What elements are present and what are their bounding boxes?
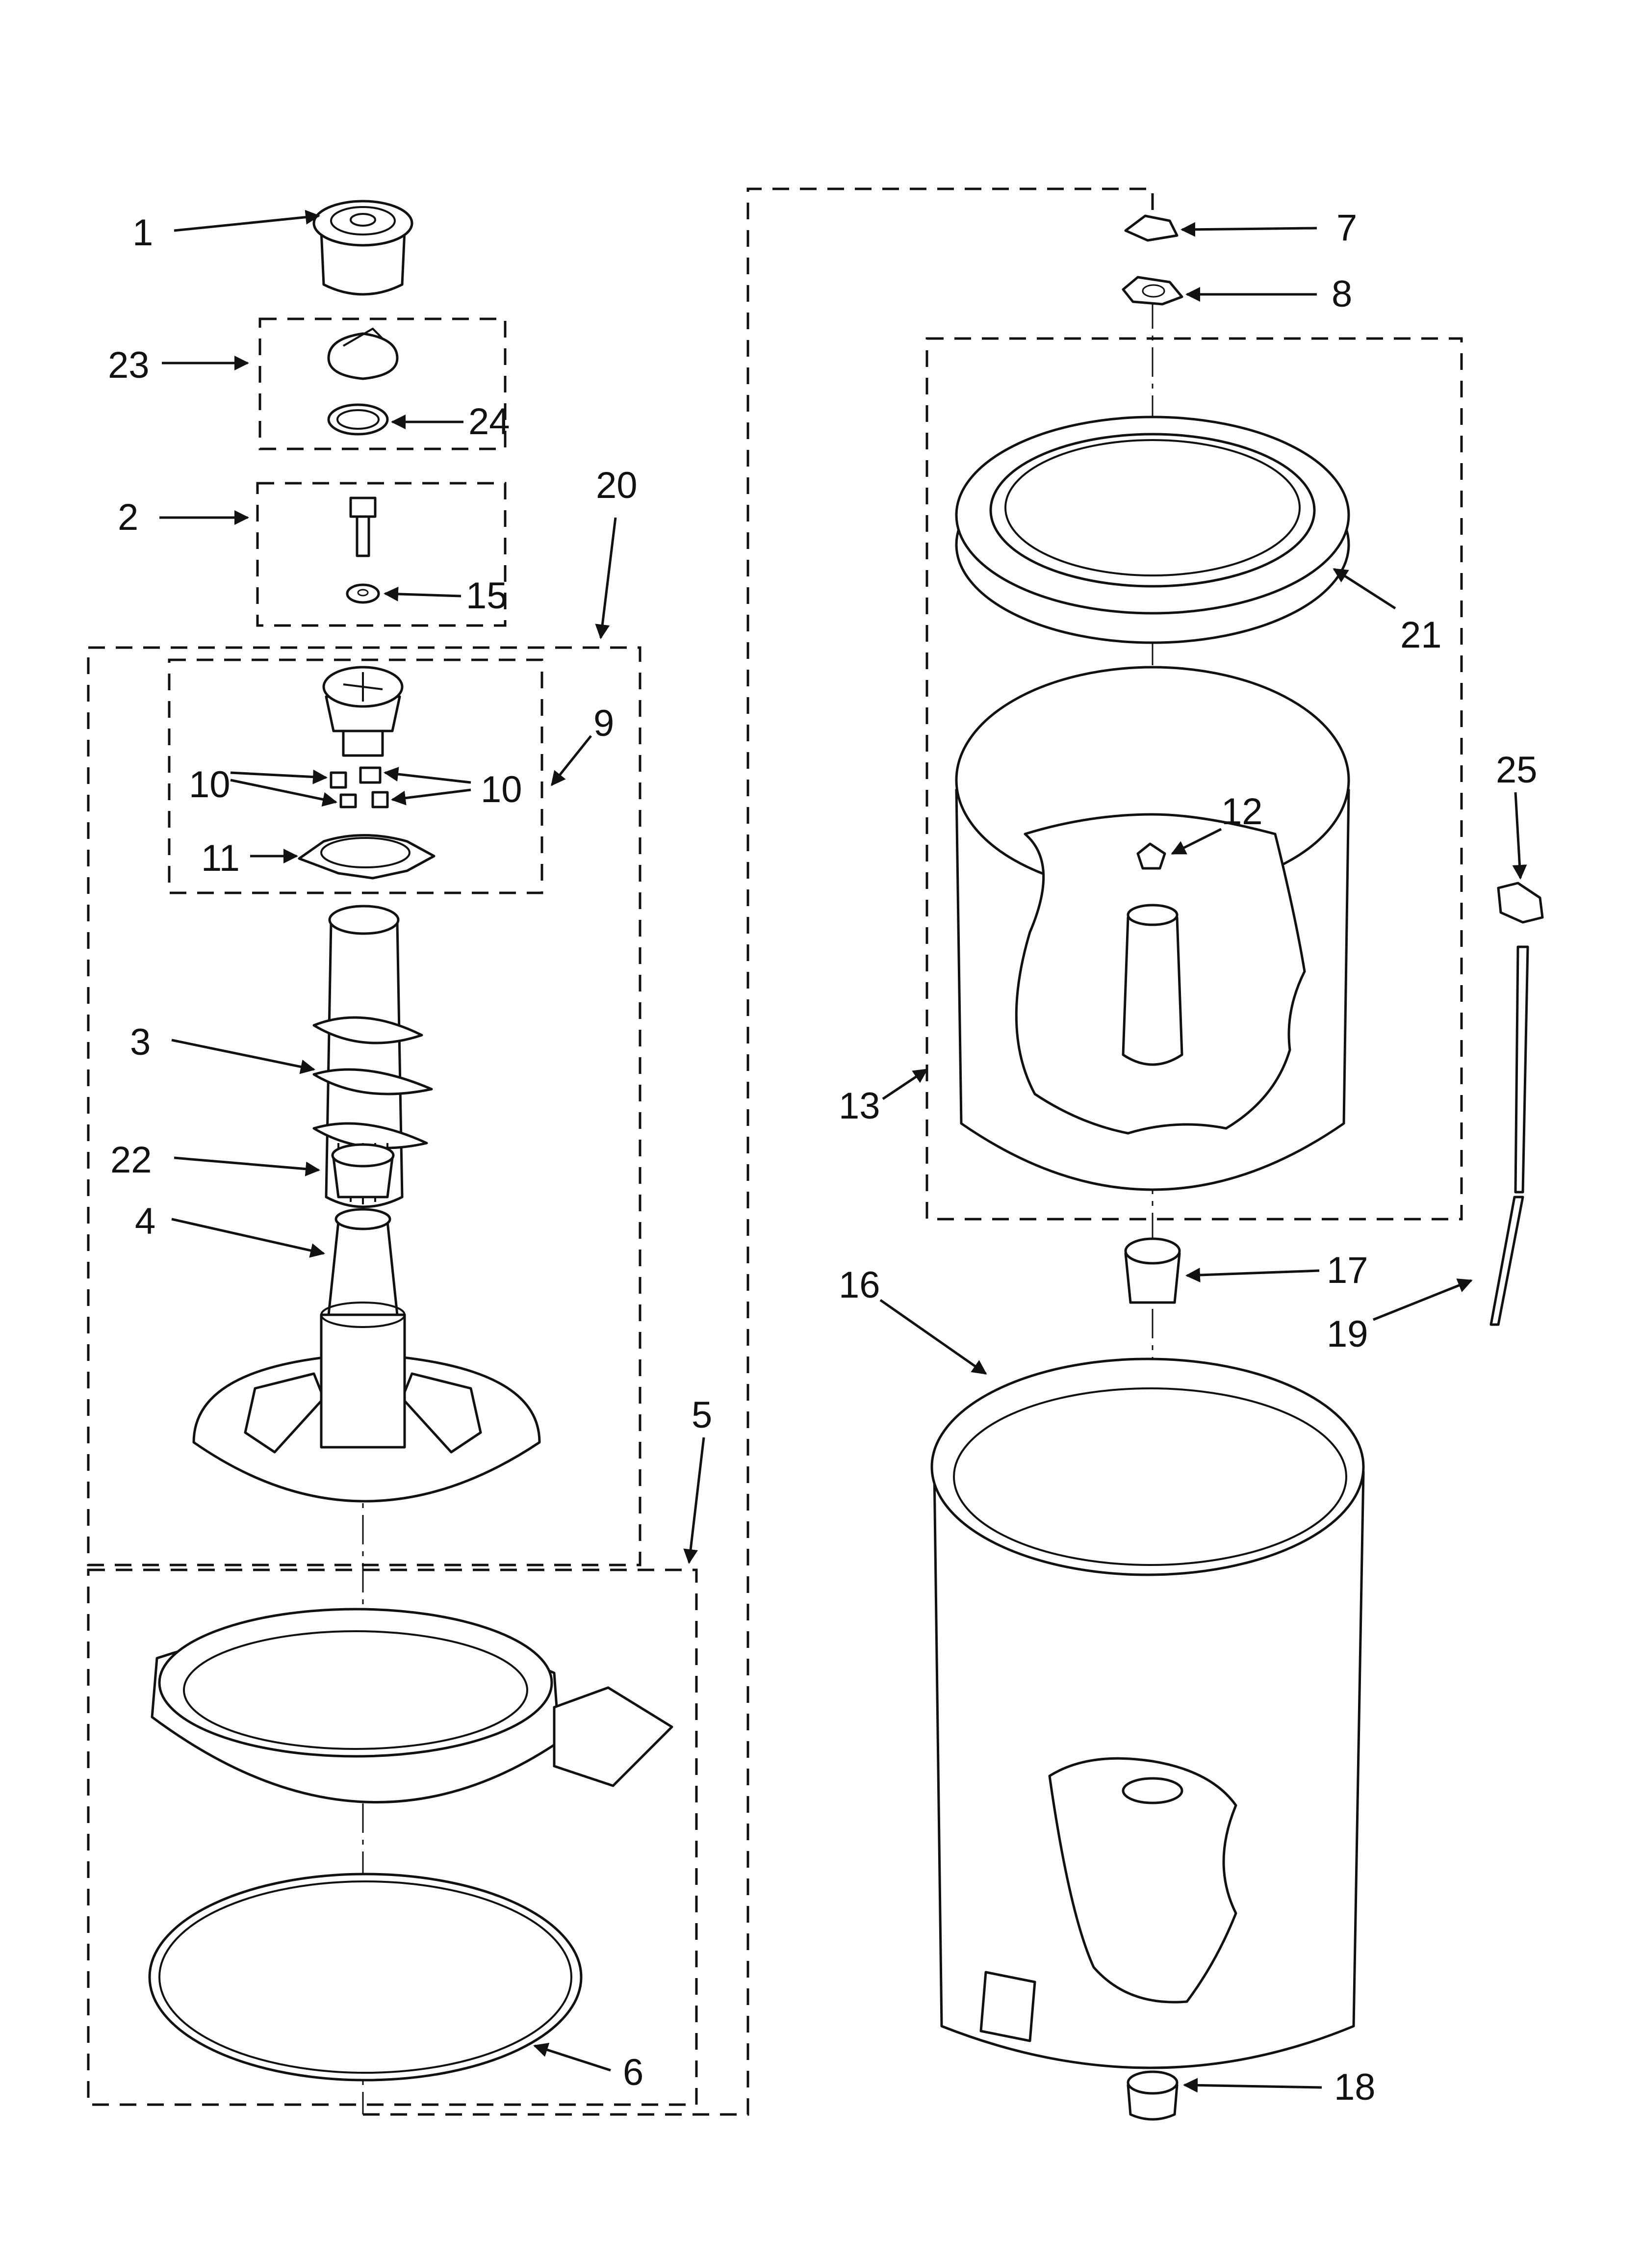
part-22-bearing — [331, 1143, 395, 1199]
callout-1: 1 — [132, 212, 153, 254]
callout-5: 5 — [692, 1394, 712, 1436]
callout-21: 21 — [1400, 614, 1442, 656]
callout-23: 23 — [108, 344, 150, 386]
part-23-cap — [327, 327, 399, 380]
group-boxes — [87, 187, 1463, 2116]
callout-13: 13 — [839, 1085, 880, 1127]
callout-12: 12 — [1221, 791, 1263, 833]
callout-2: 2 — [118, 496, 138, 538]
callout-24: 24 — [468, 401, 510, 443]
part-2-bolt — [349, 496, 377, 557]
callout-8: 8 — [1332, 273, 1352, 315]
part-19-hose — [1489, 945, 1529, 1326]
callout-9: 9 — [593, 703, 614, 744]
part-15-washer — [346, 583, 380, 604]
part-16-outer-tub — [930, 1357, 1365, 2069]
part-7-nut — [1124, 214, 1179, 242]
part-5-tub-ring — [151, 1608, 673, 1804]
callout-16: 16 — [839, 1264, 880, 1306]
part-25-clip — [1497, 882, 1544, 924]
callout-11: 11 — [201, 837, 240, 879]
part-24-seal-ring — [327, 403, 389, 436]
leader-arrows — [159, 209, 1527, 2093]
part-9-agitator-cam — [322, 666, 404, 757]
part-18-drain-plug — [1127, 2070, 1179, 2121]
callout-19: 19 — [1327, 1313, 1368, 1355]
part-8-spline-washer — [1122, 276, 1183, 306]
callout-6: 6 — [623, 2052, 643, 2093]
callout-20: 20 — [596, 465, 638, 506]
callout-22: 22 — [110, 1139, 152, 1181]
callout-18: 18 — [1334, 2066, 1376, 2108]
callout-7: 7 — [1336, 207, 1357, 249]
part-1-softener-dispenser — [312, 200, 413, 296]
callout-labels: 1 23 24 2 15 20 9 10 10 11 3 22 4 5 6 7 … — [108, 207, 1538, 2108]
callout-10-right: 10 — [481, 769, 522, 810]
callout-15: 15 — [466, 575, 508, 617]
callout-17: 17 — [1327, 1250, 1368, 1291]
callout-10-left: 10 — [189, 764, 231, 806]
part-21-balance-ring — [955, 416, 1350, 644]
part-17-coupling — [1124, 1237, 1181, 1304]
callout-25: 25 — [1496, 749, 1538, 791]
callout-4: 4 — [135, 1200, 155, 1242]
part-11-cam — [298, 834, 436, 880]
callout-3: 3 — [130, 1021, 151, 1063]
part-6-gasket — [148, 1873, 583, 2082]
part-10-dogs — [330, 766, 389, 808]
part-13-spin-basket — [955, 666, 1350, 1191]
part-4-agitator-base — [192, 1208, 541, 1503]
